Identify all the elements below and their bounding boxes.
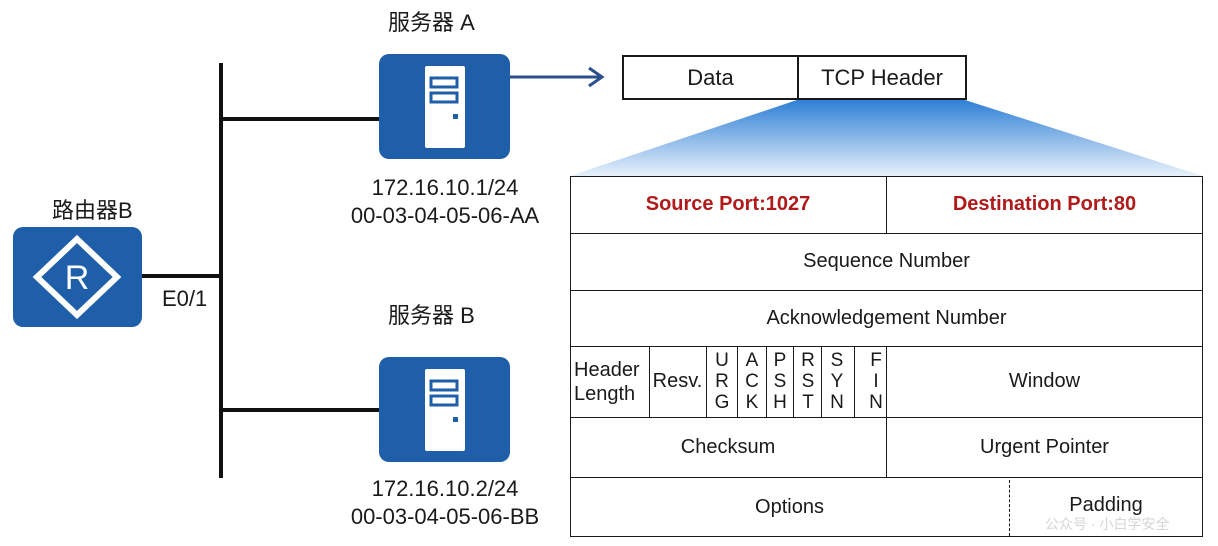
watermark: 公众号 · 小白学安全	[1045, 516, 1170, 532]
flag-char: I	[873, 371, 879, 392]
col-divider	[886, 346, 887, 417]
col-divider	[766, 346, 767, 417]
urgent-pointer: Urgent Pointer	[980, 435, 1109, 458]
flag-char: P	[773, 350, 787, 371]
server-a-icon	[379, 54, 510, 159]
flag-fin: F I N	[862, 350, 890, 413]
header-length: Header Length	[574, 358, 640, 406]
flag-char: N	[869, 392, 883, 413]
col-divider	[737, 346, 738, 417]
acknowledgement-number: Acknowledgement Number	[766, 306, 1007, 329]
server-icon	[425, 66, 465, 148]
flag-char: K	[745, 392, 759, 413]
options-padding-dashed-divider	[1009, 480, 1010, 536]
col-divider	[886, 417, 887, 477]
server-a-mac: 00-03-04-05-06-AA	[350, 203, 540, 228]
header-expansion-fan	[570, 100, 1203, 176]
flag-char: H	[773, 392, 787, 413]
flag-syn: S Y N	[823, 350, 851, 413]
header-length-line-1: Header	[574, 359, 640, 381]
flag-char: G	[714, 392, 730, 413]
flag-char: Y	[830, 371, 844, 392]
flag-char: A	[745, 350, 759, 371]
flag-rst: R S T	[794, 350, 822, 413]
window: Window	[1008, 370, 1081, 392]
row-divider	[570, 233, 1203, 234]
server-icon	[425, 369, 465, 451]
flag-char: R	[801, 350, 815, 371]
flag-char: S	[830, 350, 844, 371]
col-divider	[821, 346, 822, 417]
row-divider	[570, 477, 1203, 478]
data-box: Data	[622, 55, 799, 100]
col-divider	[793, 346, 794, 417]
server-a-ip: 172.16.10.1/24	[371, 175, 519, 200]
flag-char: C	[745, 371, 759, 392]
flag-char: F	[870, 350, 882, 371]
flag-char: U	[715, 350, 729, 371]
sequence-number: Sequence Number	[803, 250, 970, 272]
reserved: Resv.	[652, 370, 703, 392]
col-divider	[886, 176, 887, 233]
flag-psh: P S H	[766, 350, 794, 413]
server-b-icon	[379, 357, 510, 462]
flag-char: N	[830, 392, 844, 413]
col-divider	[706, 346, 707, 417]
padding: Padding	[1069, 493, 1143, 516]
router-icon: R	[13, 227, 142, 327]
options: Options	[755, 495, 824, 518]
server-b-ip: 172.16.10.2/24	[371, 476, 519, 501]
col-divider	[854, 346, 855, 417]
flag-char: S	[773, 371, 787, 392]
flag-ack: A C K	[738, 350, 766, 413]
flag-char: S	[801, 371, 815, 392]
server-b-mac: 00-03-04-05-06-BB	[350, 504, 540, 529]
destination-port: Destination Port:80	[952, 193, 1137, 215]
router-r-icon: R	[32, 234, 122, 320]
flag-char: T	[802, 392, 814, 413]
server-a-label: 服务器 A	[388, 10, 475, 35]
server-b-label: 服务器 B	[388, 303, 475, 328]
flag-char: R	[715, 371, 729, 392]
header-length-line-2: Length	[574, 383, 636, 405]
col-divider	[649, 346, 650, 417]
send-arrow-head	[588, 66, 605, 88]
tcp-header-box: TCP Header	[797, 55, 967, 100]
interface-label: E0/1	[162, 286, 208, 311]
source-port: Source Port:1027	[645, 193, 811, 215]
row-divider	[570, 290, 1203, 291]
flag-urg: U R G	[708, 350, 736, 413]
checksum: Checksum	[680, 435, 776, 458]
router-label: 路由器B	[52, 198, 133, 223]
svg-text:R: R	[65, 259, 90, 297]
